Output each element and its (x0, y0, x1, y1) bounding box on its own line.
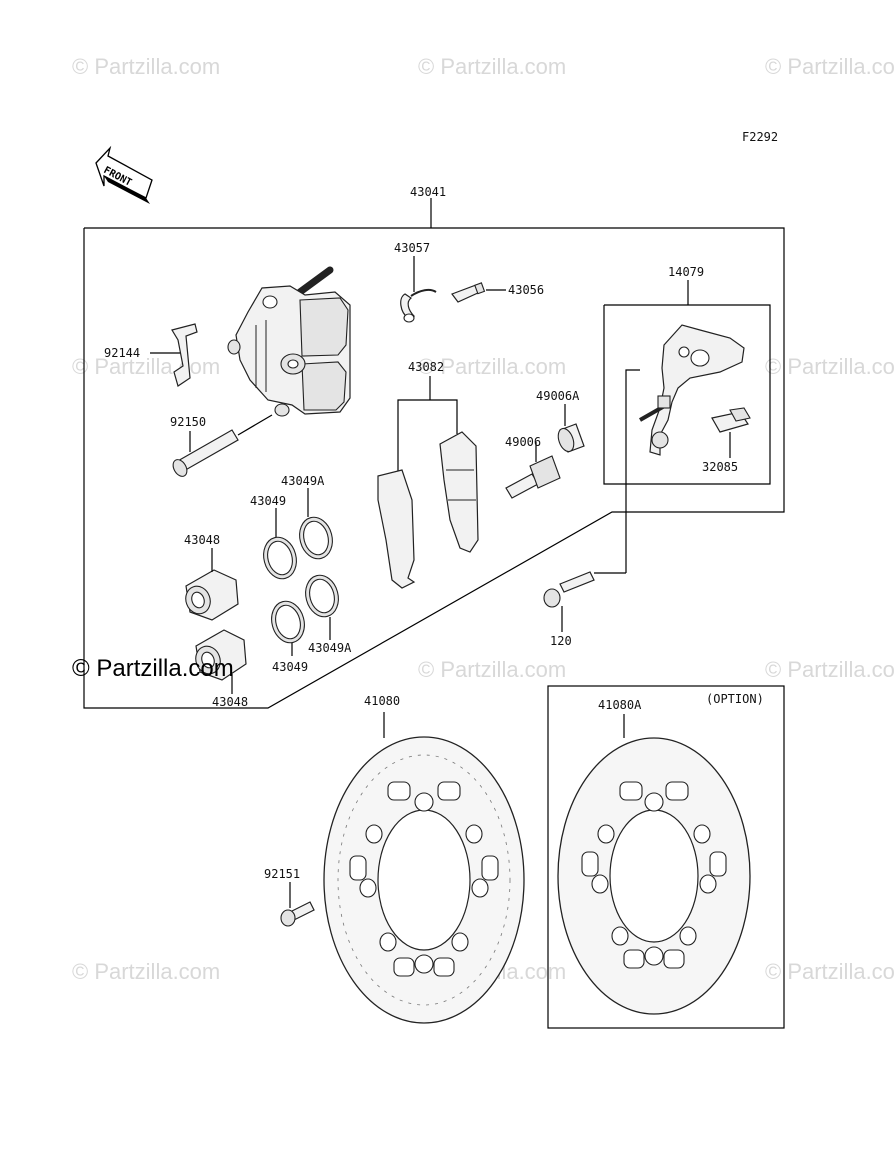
label-92144: 92144 (104, 346, 140, 360)
watermark: © Partzilla.com (765, 657, 894, 682)
bleeder-43056 (451, 282, 506, 303)
label-14079: 14079 (668, 265, 704, 279)
bolt-120 (543, 571, 595, 632)
watermark: © Partzilla.com (418, 657, 566, 682)
label-92150: 92150 (170, 415, 206, 429)
label-43056: 43056 (508, 283, 544, 297)
label-43057: 43057 (394, 241, 430, 255)
figure-code: F2292 (742, 130, 778, 144)
label-49006: 49006 (505, 435, 541, 449)
watermark: © Partzilla.com (72, 959, 220, 984)
watermark: © Partzilla.com (765, 959, 894, 984)
watermark: © Partzilla.com (72, 54, 220, 79)
bleed-cap-43057 (400, 256, 437, 323)
watermark: © Partzilla.com (765, 354, 894, 379)
label-43049a-bottom: 43049A (308, 641, 352, 655)
disc-41080a (557, 737, 751, 1015)
label-43041: 43041 (410, 185, 446, 199)
watermark-main: © Partzilla.com (72, 655, 234, 682)
label-43048-bottom: 43048 (212, 695, 248, 709)
watermark: © Partzilla.com (418, 54, 566, 79)
watermark: © Partzilla.com (72, 354, 220, 379)
pistons-43048 (185, 548, 247, 694)
caliper-assembly-frame (83, 198, 785, 709)
option-label: (OPTION) (706, 692, 764, 706)
label-92151: 92151 (264, 867, 300, 881)
boot-49006 (505, 442, 561, 499)
watermark: © Partzilla.com (765, 54, 894, 79)
label-120: 120 (550, 634, 572, 648)
pad-set-43082 (377, 376, 479, 589)
boot-49006a (557, 404, 585, 453)
caliper-body (227, 266, 351, 417)
holder-frame (594, 280, 771, 574)
holder-14079 (639, 324, 745, 456)
label-43049-bottom: 43049 (272, 660, 308, 674)
label-43082: 43082 (408, 360, 444, 374)
front-arrow-icon: FRONT (95, 145, 153, 204)
option-frame (547, 685, 785, 1029)
label-43049a-top: 43049A (281, 474, 325, 488)
bolt-92151 (280, 882, 315, 927)
disc-41080 (323, 736, 525, 1024)
seal-set (263, 488, 339, 656)
watermark: © Partzilla.com (418, 354, 566, 379)
label-32085: 32085 (702, 460, 738, 474)
spring-92144 (150, 323, 198, 387)
label-43048-top: 43048 (184, 533, 220, 547)
label-41080: 41080 (364, 694, 400, 708)
spring-32085 (711, 407, 751, 458)
label-41080a: 41080A (598, 698, 642, 712)
label-43049-top: 43049 (250, 494, 286, 508)
label-49006a: 49006A (536, 389, 580, 403)
pin-92150 (172, 414, 273, 477)
